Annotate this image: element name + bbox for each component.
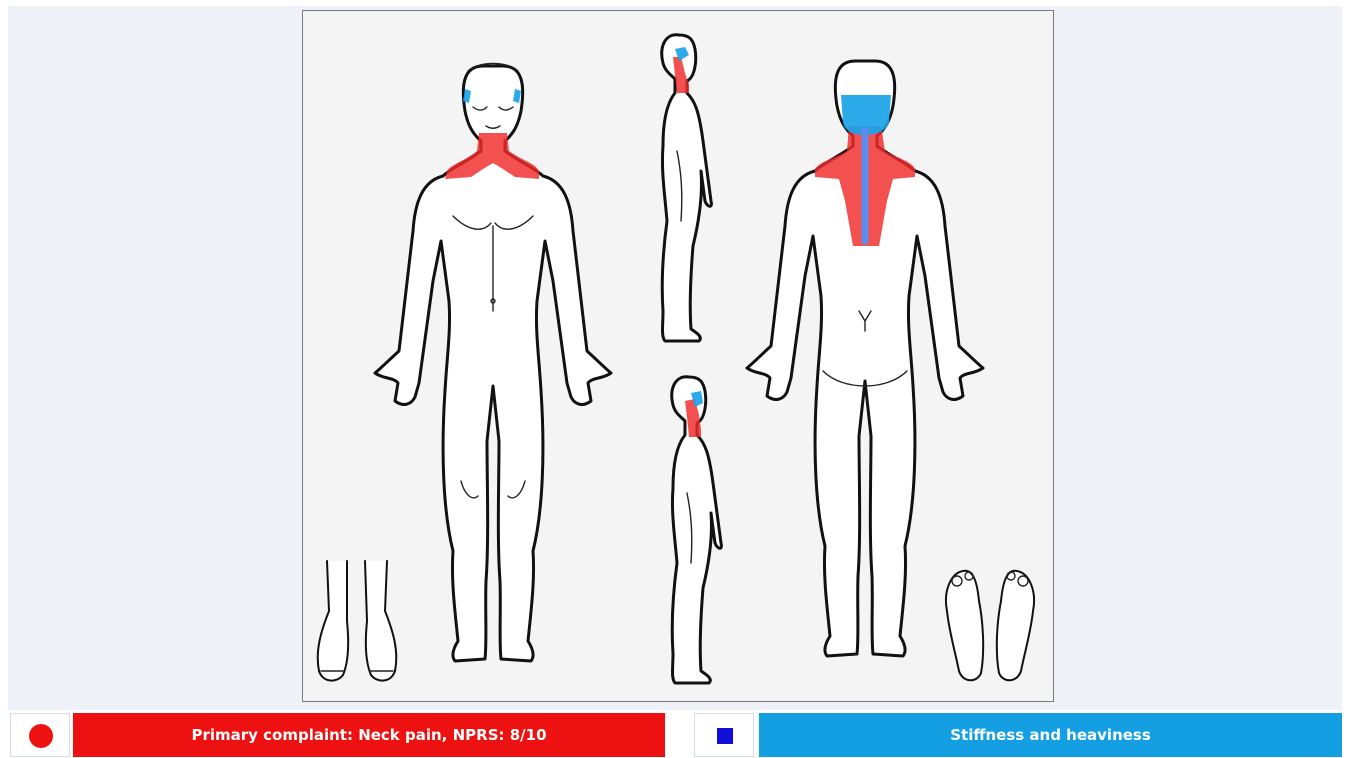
side-body-top — [662, 35, 712, 341]
front-body — [375, 64, 611, 662]
pain-legend-label: Primary complaint: Neck pain, NPRS: 8/10 — [73, 713, 665, 757]
side-body-bottom — [672, 377, 722, 683]
stiffness-legend-label: Stiffness and heaviness — [759, 713, 1342, 757]
body-chart-svg — [303, 11, 1054, 702]
body-chart — [302, 10, 1054, 702]
stiffness-legend-swatch — [694, 713, 754, 757]
feet-soles-view — [946, 571, 1034, 680]
back-body — [747, 61, 983, 656]
blue-square-icon — [717, 728, 733, 744]
pain-legend-swatch — [10, 713, 70, 757]
red-dot-icon — [29, 724, 53, 748]
feet-top-view — [318, 561, 397, 681]
legend: Primary complaint: Neck pain, NPRS: 8/10… — [10, 713, 1344, 757]
